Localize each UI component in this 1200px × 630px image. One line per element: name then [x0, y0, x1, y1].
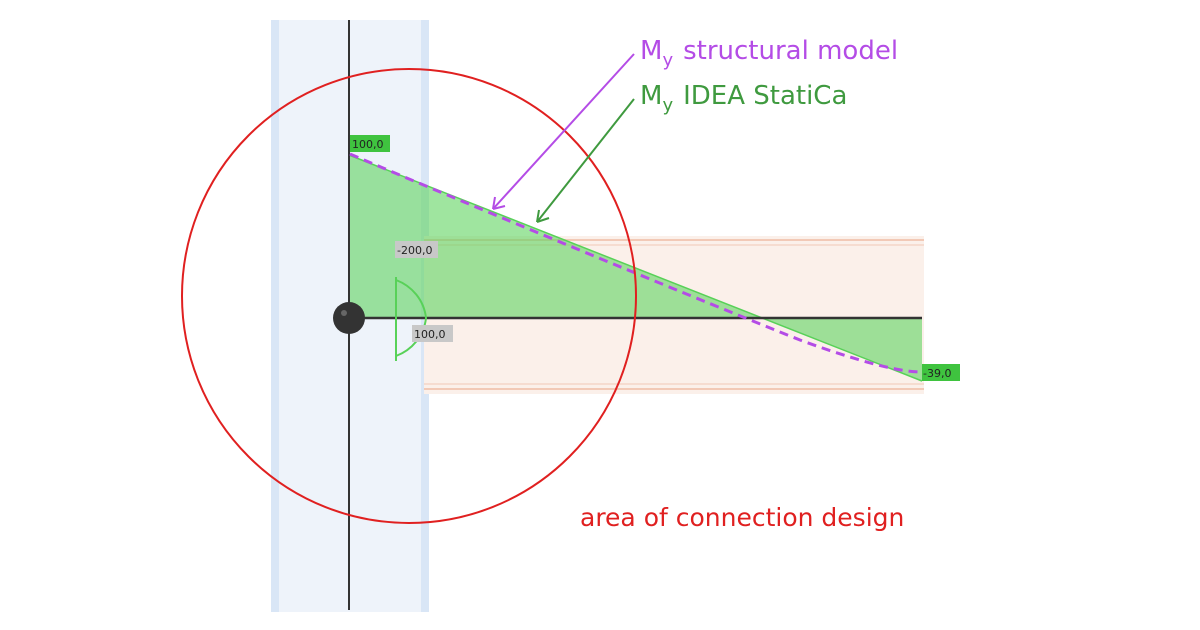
label-section-width-text: 100,0	[414, 328, 446, 341]
legend-structural-model: My structural model	[640, 36, 898, 71]
legend-idea-subscript: y	[662, 95, 673, 116]
arrow-structural-model	[492, 53, 635, 210]
hinge-node-icon	[333, 302, 365, 334]
column-edge-left	[271, 20, 279, 612]
moment-line-structural-model	[349, 152, 922, 374]
section-angle-arc	[395, 279, 428, 357]
node-highlight	[341, 310, 347, 316]
moment-diagram-edge	[348, 154, 923, 382]
arrow-idea-statica	[536, 98, 635, 223]
label-moment-top: 100,0	[350, 135, 390, 152]
connection-design-area-circle	[181, 68, 637, 524]
legend-model-subscript: y	[662, 50, 673, 71]
legend-idea-statica: My IDEA StatiCa	[640, 81, 847, 116]
legend-idea-symbol: M	[640, 81, 662, 111]
label-section-width: 100,0	[412, 325, 453, 342]
label-section-height-text: -200,0	[397, 244, 432, 257]
label-moment-end: -39,0	[922, 364, 960, 381]
label-section-height: -200,0	[395, 241, 438, 258]
label-moment-top-text: 100,0	[352, 138, 384, 151]
connection-design-caption: area of connection design	[580, 503, 904, 532]
legend-model-text: structural model	[683, 36, 898, 66]
label-moment-end-text: -39,0	[923, 367, 951, 380]
legend-idea-text: IDEA StatiCa	[683, 81, 847, 111]
section-angle-icon	[395, 277, 428, 361]
legend-model-symbol: M	[640, 36, 662, 66]
